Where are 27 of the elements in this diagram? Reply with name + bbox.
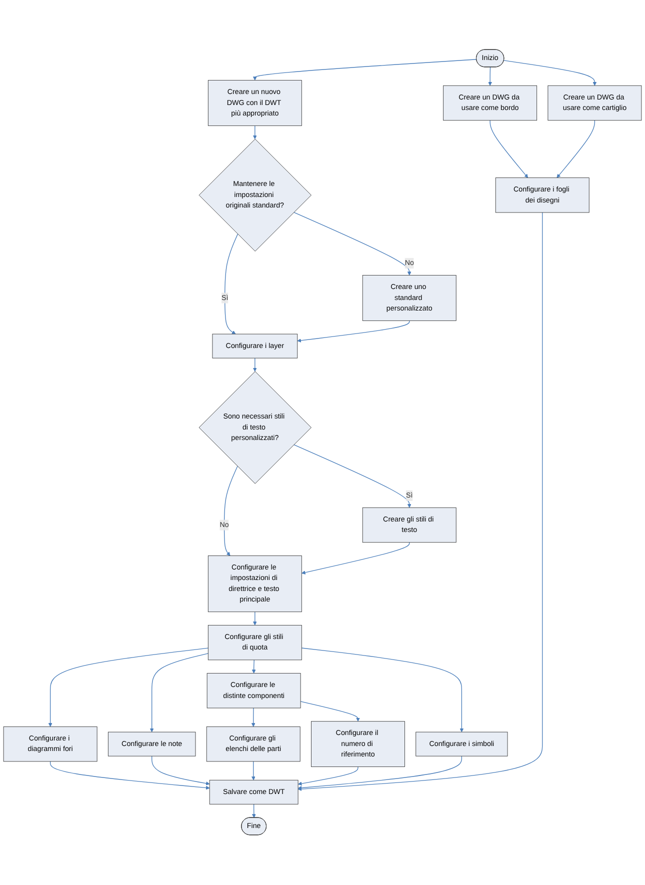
arrow (251, 708, 256, 728)
arrow (252, 660, 256, 674)
arrow (297, 320, 410, 343)
arrow (252, 612, 257, 626)
arrow (488, 67, 492, 86)
arrow (48, 648, 208, 728)
arrow (298, 756, 462, 790)
arrow (152, 756, 210, 786)
arrow (150, 653, 208, 732)
arrow (504, 60, 597, 86)
arrow (252, 126, 257, 140)
arrow (298, 212, 543, 792)
arrow (224, 466, 238, 556)
arrow (301, 648, 464, 732)
arrow (252, 804, 256, 818)
arrow (224, 234, 238, 334)
arrow (490, 120, 528, 178)
arrow (300, 701, 360, 722)
arrow (294, 444, 412, 508)
arrow (294, 212, 412, 276)
arrow (50, 761, 210, 790)
arrow (298, 766, 358, 786)
arrow (252, 59, 477, 81)
arrow (251, 761, 256, 781)
arrow (556, 120, 596, 178)
arrow (301, 542, 410, 575)
arrow (252, 358, 257, 372)
